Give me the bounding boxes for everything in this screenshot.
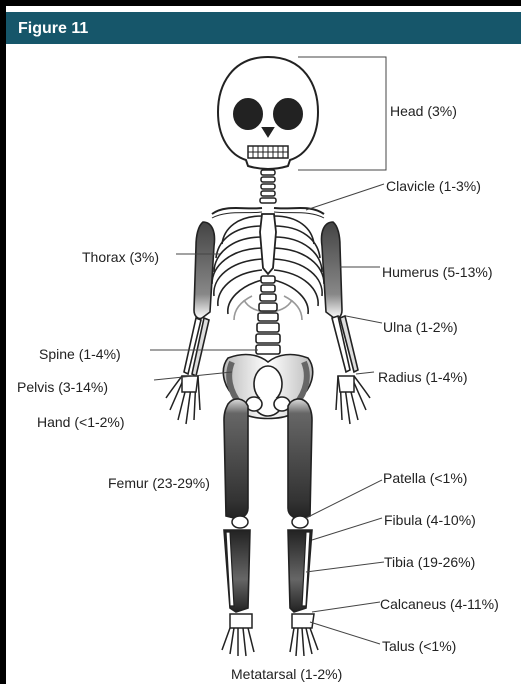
label-fibula: Fibula (4-10%) [384,512,476,528]
label-thorax: Thorax (3%) [82,249,159,265]
figure-frame: Figure 11 [6,6,521,684]
label-hand: Hand (<1-2%) [37,414,125,430]
skull [218,57,318,169]
label-clavicle: Clavicle (1-3%) [386,178,481,194]
label-metatarsal: Metatarsal (1-2%) [231,666,342,682]
label-femur: Femur (23-29%) [108,475,210,491]
label-humerus: Humerus (5-13%) [382,264,492,280]
label-calcaneus: Calcaneus (4-11%) [380,596,499,612]
patellas [232,516,308,528]
label-tibia: Tibia (19-26%) [384,554,475,570]
label-spine: Spine (1-4%) [39,346,121,362]
cervical-spine [260,170,276,203]
spine [256,276,280,354]
label-head: Head (3%) [390,103,457,119]
label-patella: Patella (<1%) [383,470,467,486]
feet [222,614,318,656]
label-ulna: Ulna (1-2%) [383,319,458,335]
femur-right [288,399,312,519]
label-radius: Radius (1-4%) [378,369,467,385]
femur-left [224,399,248,519]
label-pelvis: Pelvis (3-14%) [17,379,108,395]
sternum [260,214,276,274]
humerus-right [321,222,342,319]
label-talus: Talus (<1%) [382,638,456,654]
humerus-left [194,222,215,319]
